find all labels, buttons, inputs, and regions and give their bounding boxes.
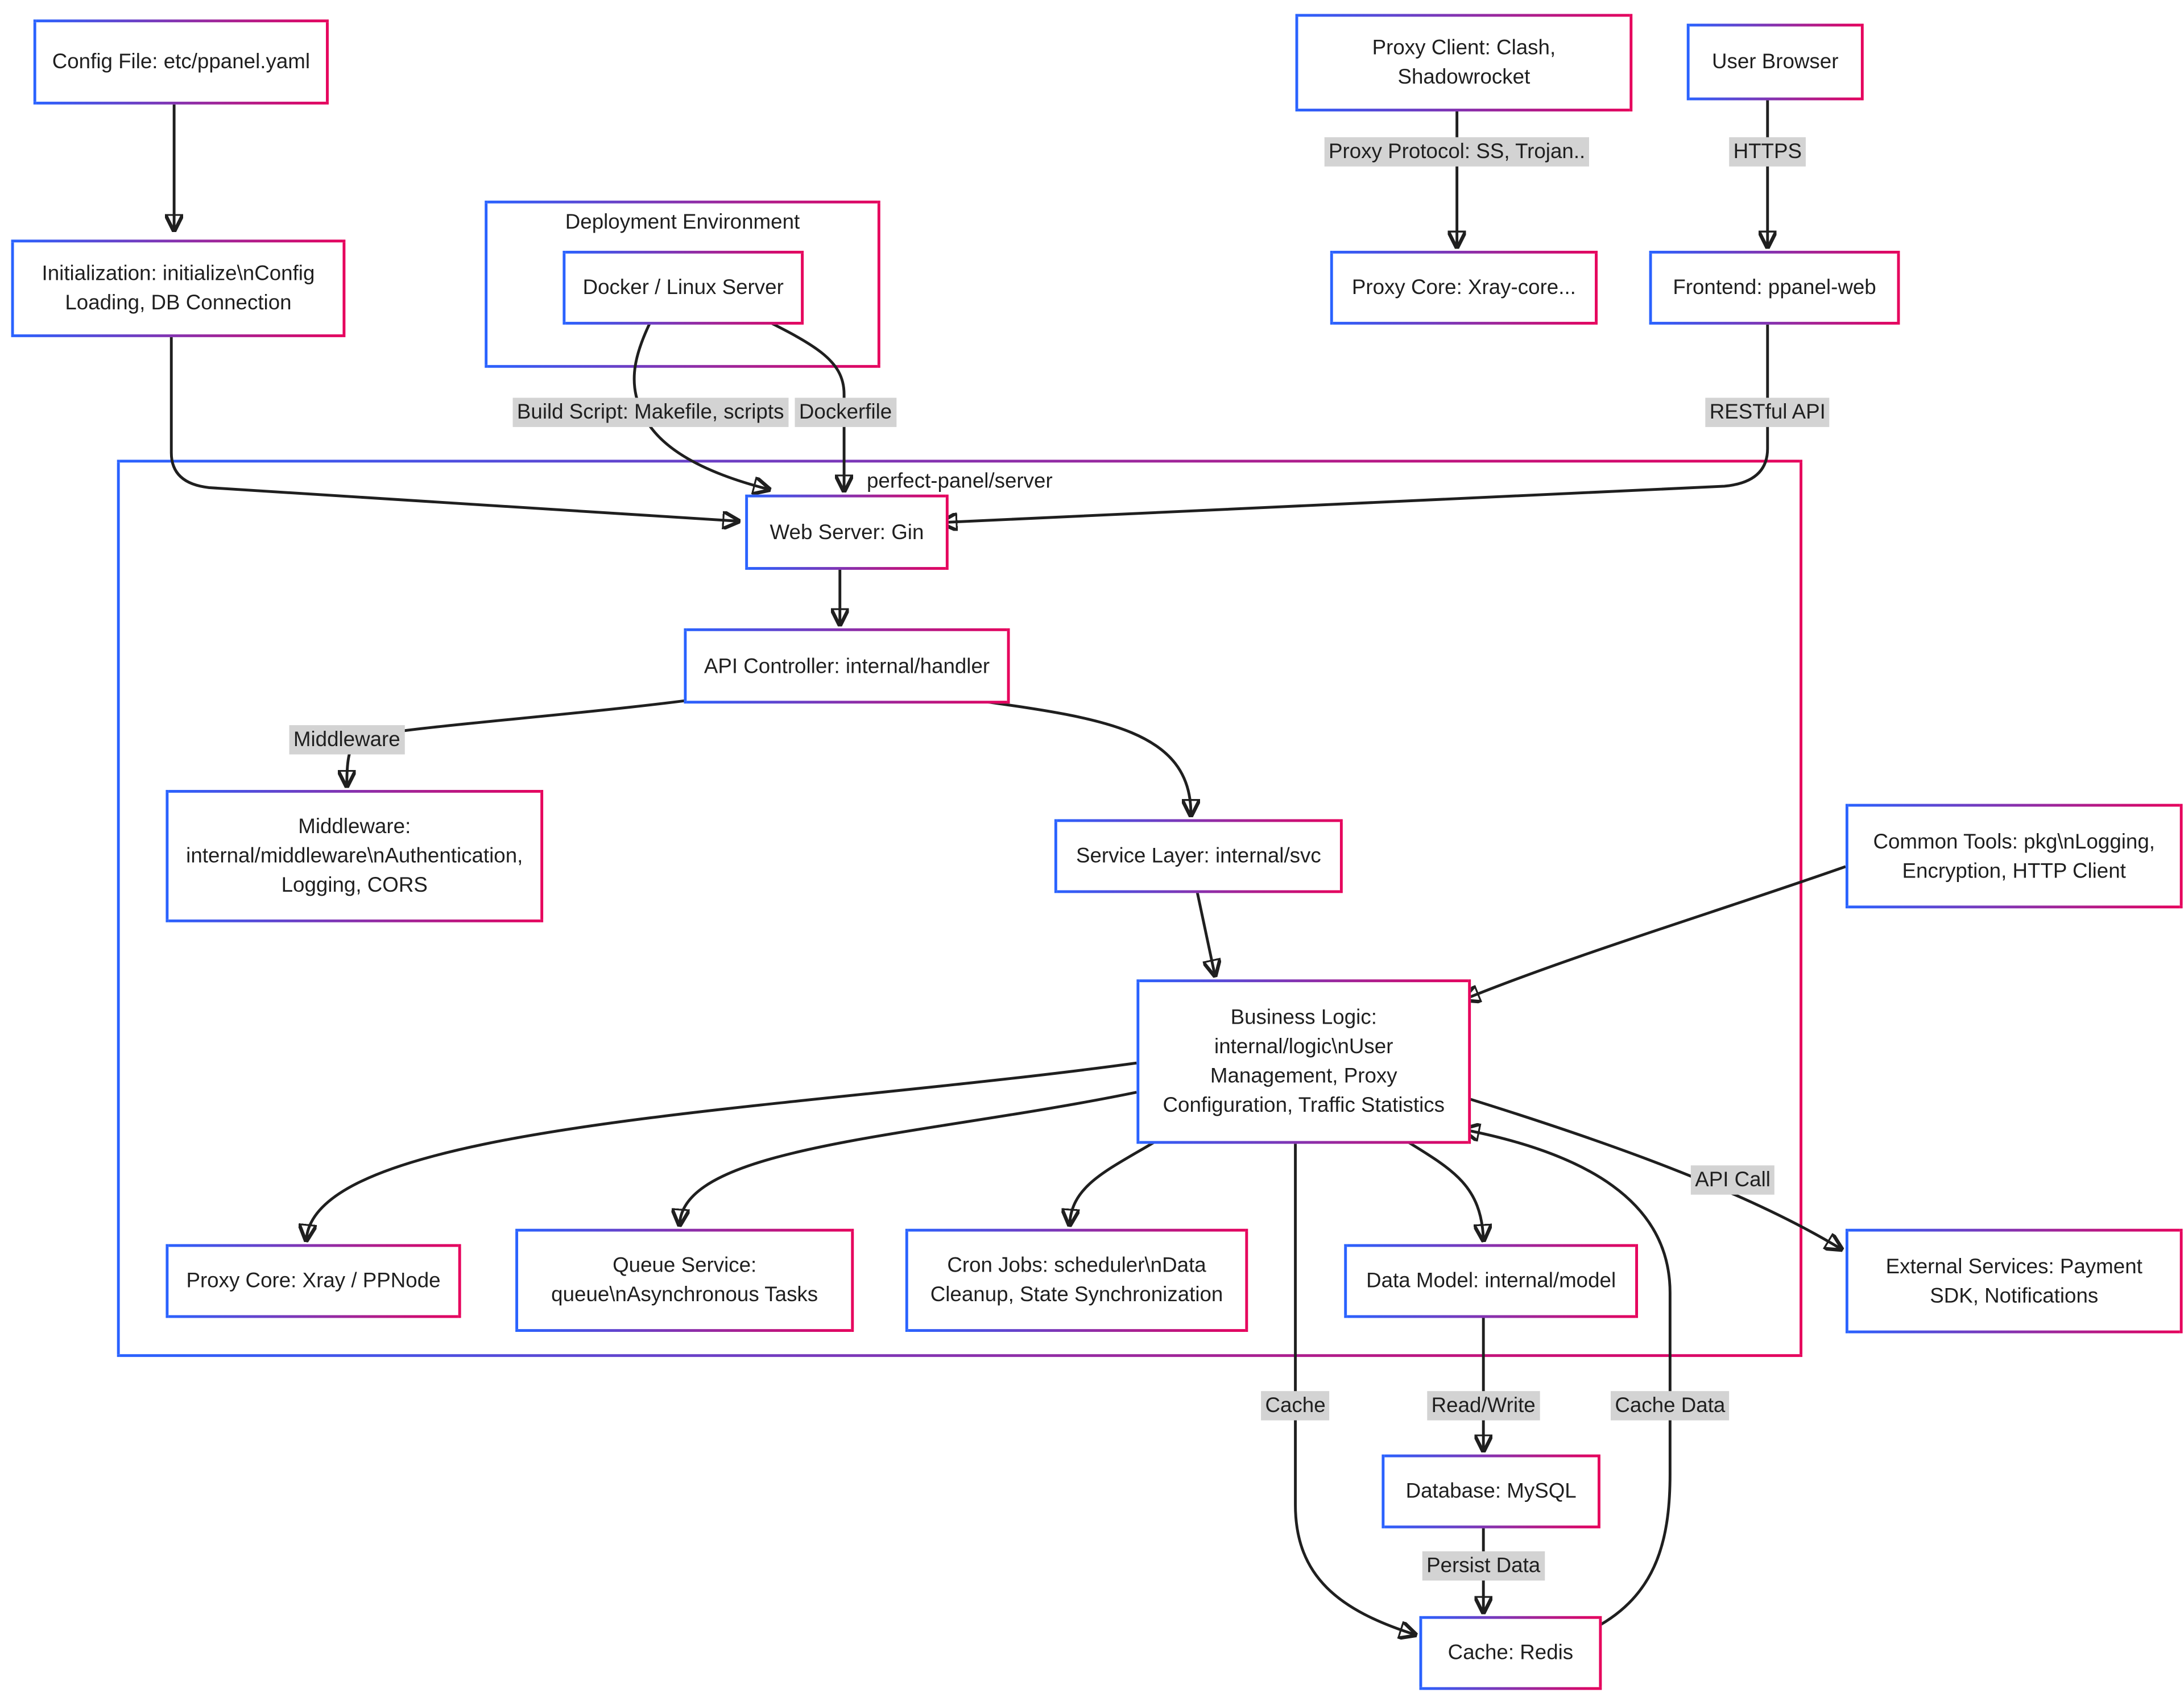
edge-redis-to-businesslogic [1465,1130,1672,1633]
node-external-services: External Services: Payment SDK, Notifica… [1845,1228,2183,1334]
edge-label-dockerfile: Dockerfile [795,398,896,427]
node-middleware: Middleware: internal/middleware\nAuthent… [166,790,544,922]
edge-apicontroller-to-servicelayer [921,691,1191,814]
edge-label-middleware: Middleware [289,725,405,755]
node-database-mysql: Database: MySQL [1381,1454,1600,1529]
node-service-layer: Service Layer: internal/svc [1054,819,1343,893]
edge-label-proxy-protocol: Proxy Protocol: SS, Trojan.. [1324,137,1590,167]
node-queue-service: Queue Service: queue\nAsynchronous Tasks [515,1228,854,1332]
edge-label-cache: Cache [1261,1391,1330,1421]
edge-label-https: HTTPS [1729,137,1806,167]
edge-businesslogic-to-queue [680,1091,1137,1223]
edge-businesslogic-to-datamodel [1392,1131,1483,1239]
edge-label-restful-api: RESTful API [1705,398,1830,427]
edge-businesslogic-to-redis [1294,1132,1414,1634]
edge-label-api-call: API Call [1690,1165,1775,1195]
edge-servicelayer-to-businesslogic [1193,881,1214,974]
edge-label-cache-data: Cache Data [1611,1391,1730,1421]
edge-frontend-to-webserver [943,314,1769,523]
edge-apicontroller-to-middleware [347,691,746,785]
deployment-environment-container: Deployment Environment [485,200,880,368]
edge-label-read-write: Read/Write [1427,1391,1540,1421]
edge-businesslogic-to-proxynode [307,1061,1137,1239]
node-proxy-core-xray: Proxy Core: Xray-core... [1330,250,1598,325]
edge-commontools-to-businesslogic [1465,865,1846,999]
node-api-controller: API Controller: internal/handler [684,628,1010,704]
edge-init-to-webserver [169,326,737,521]
edge-label-persist-data: Persist Data [1422,1551,1545,1581]
node-config-file: Config File: etc/ppanel.yaml [33,19,329,105]
node-proxy-client: Proxy Client: Clash, Shadowrocket [1295,14,1633,111]
edge-businesslogic-to-cron [1070,1131,1171,1223]
node-common-tools: Common Tools: pkg\nLogging, Encryption, … [1845,804,2183,909]
deployment-environment-title: Deployment Environment [565,210,800,234]
server-container-title: perfect-panel/server [867,469,1053,494]
node-frontend: Frontend: ppanel-web [1649,250,1900,325]
node-cron-jobs: Cron Jobs: scheduler\nData Cleanup, Stat… [905,1228,1248,1332]
node-proxy-core-node: Proxy Core: Xray / PPNode [166,1244,461,1318]
node-docker-server: Docker / Linux Server [562,250,804,325]
node-web-server: Web Server: Gin [745,494,949,570]
node-cache-redis: Cache: Redis [1419,1616,1602,1690]
edge-label-build-script: Build Script: Makefile, scripts [512,398,788,427]
node-business-logic: Business Logic: internal/logic\nUser Man… [1136,979,1471,1144]
node-user-browser: User Browser [1686,23,1864,101]
node-initialization: Initialization: initialize\nConfig Loadi… [11,239,346,337]
edge-docker-dockerfile-to-webserver [751,312,844,489]
node-data-model: Data Model: internal/model [1344,1244,1639,1318]
edge-businesslogic-to-external [1456,1094,1840,1248]
